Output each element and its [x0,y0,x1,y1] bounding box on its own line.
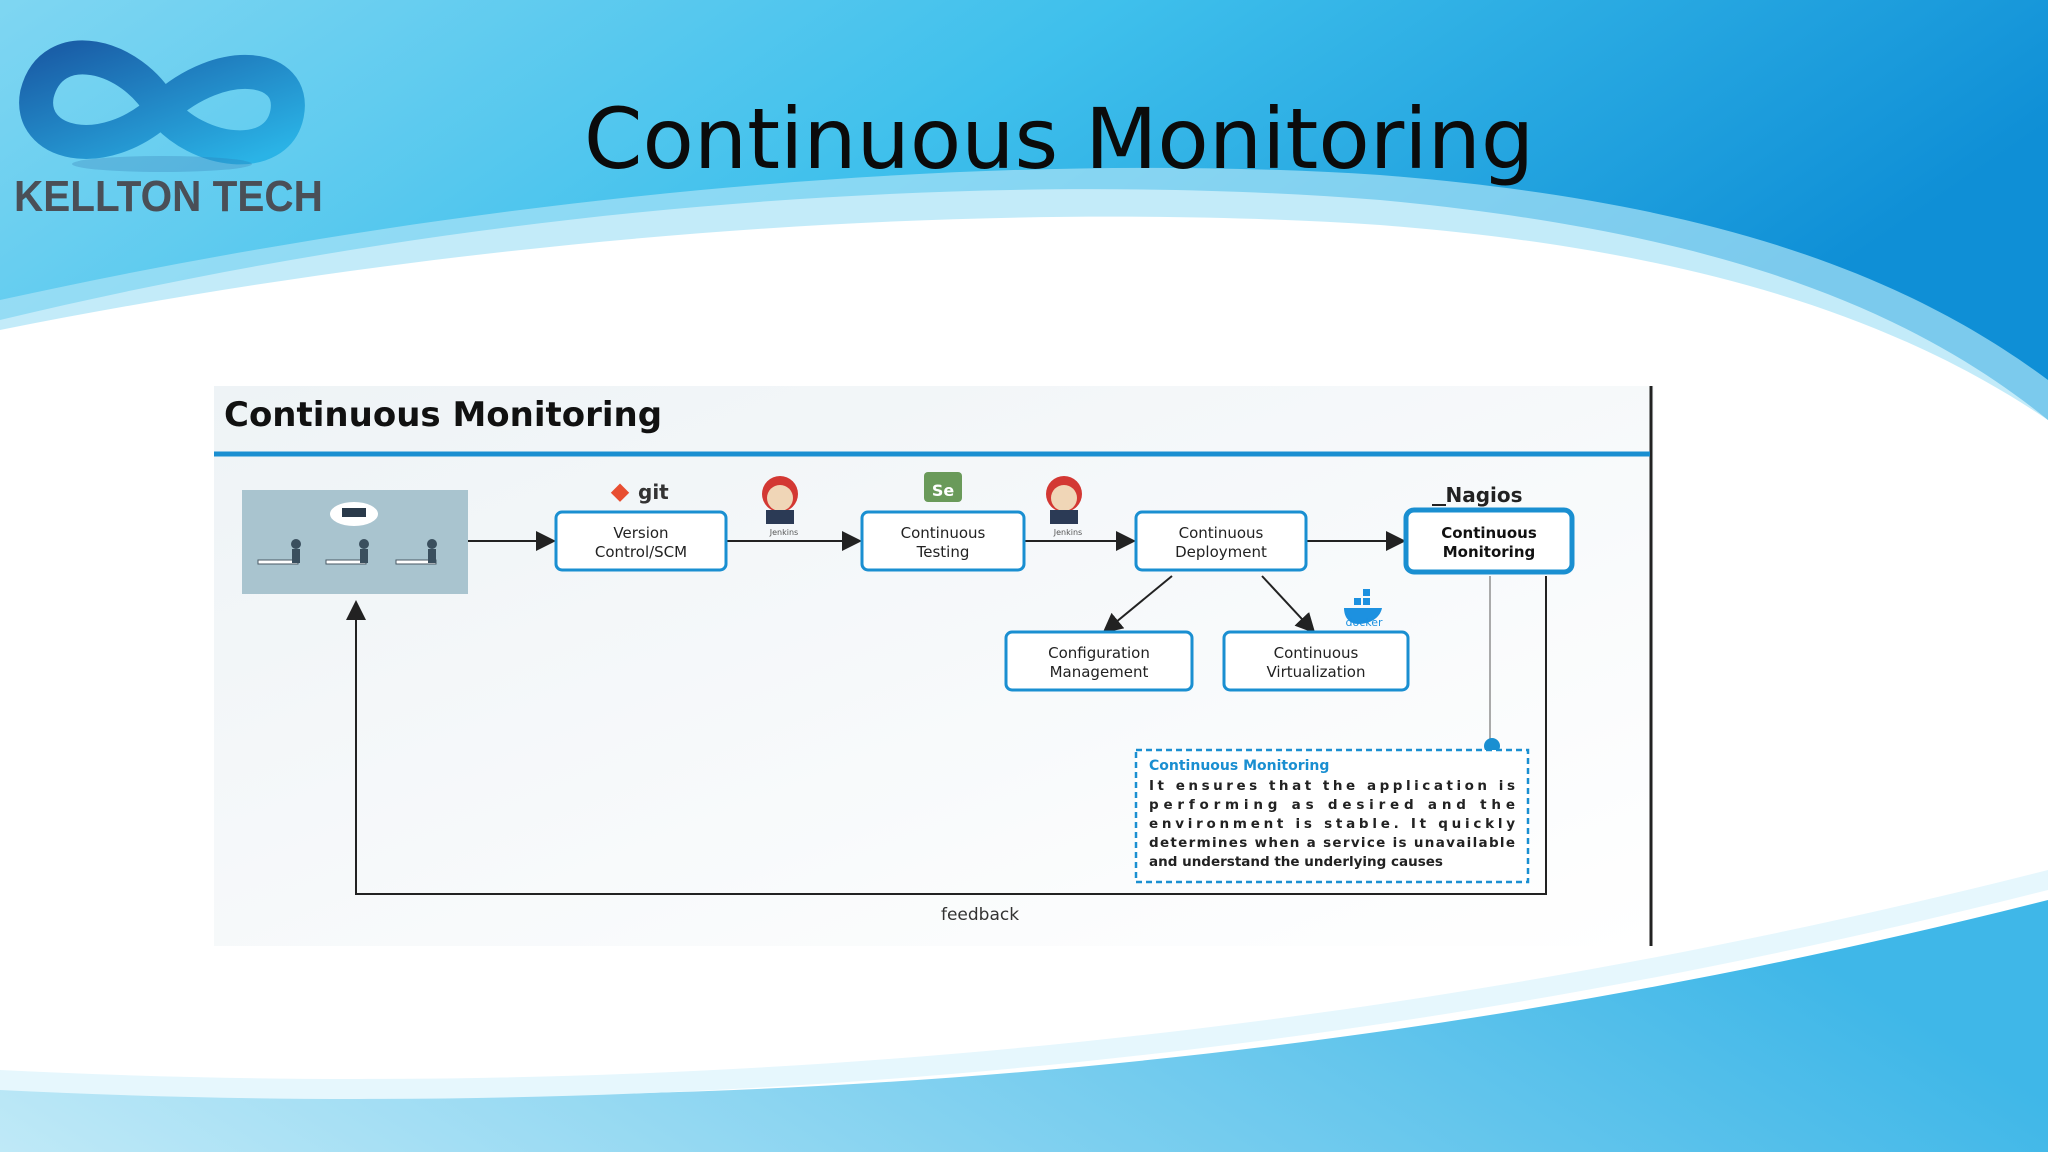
node-config-line2: Management [1050,663,1149,681]
note-line-5: and understand the underlying causes [1149,854,1443,870]
node-monitoring-line1: Continuous [1441,524,1537,542]
arrow-deployment-to-virtualization [1261,575,1316,634]
logo-wordmark: KELLTON TECH [14,172,323,221]
node-virtualization-line1: Continuous [1274,644,1359,662]
kellton-logo-icon [19,40,305,172]
node-testing-line1: Continuous [901,524,986,542]
node-deployment-line1: Continuous [1179,524,1264,542]
selenium-icon: Se [924,472,962,502]
node-vcs-line1: Version [613,524,668,542]
node-vcs-line2: Control/SCM [595,543,687,561]
node-continuous-deployment: Continuous Deployment [1134,510,1308,572]
note-title: Continuous Monitoring [1149,758,1329,774]
jenkins-label-2: Jenkins [1053,528,1082,537]
docker-icon: docker [1344,589,1383,629]
jenkins-icon: Jenkins [1046,476,1082,537]
node-continuous-testing: Continuous Testing [860,510,1026,572]
docker-label: docker [1345,616,1383,629]
jenkins-label-1: Jenkins [769,528,798,537]
feedback-label: feedback [941,905,1019,925]
slide-title: Continuous Monitoring [583,90,1535,188]
node-deployment-line2: Deployment [1175,543,1267,561]
selenium-label: Se [932,481,955,500]
devops-diagram: Continuous Monitoring Version Control/S [214,386,1654,946]
node-virtualization-line2: Virtualization [1267,663,1366,681]
node-config-line1: Configuration [1048,644,1150,662]
nagios-icon: Nagios [1432,483,1523,507]
diagram-heading: Continuous Monitoring [224,395,662,435]
feedback-loop-arrow [346,576,1547,895]
node-configuration-management: Configuration Management [1004,630,1194,692]
nagios-label: Nagios [1445,483,1522,507]
arrow-deployment-to-config [1102,575,1173,634]
team-illustration [242,490,468,594]
node-continuous-monitoring: Continuous Monitoring [1403,507,1575,575]
note-line-2: performing as desired and the [1149,797,1515,813]
note-line-3: environment is stable. It quickly [1149,816,1515,832]
note-line-1: It ensures that the application is [1149,778,1515,794]
note-line-4: determines when a service is unavailable [1149,835,1515,851]
node-version-control: Version Control/SCM [554,510,728,572]
node-monitoring-line2: Monitoring [1443,543,1535,561]
node-continuous-virtualization: Continuous Virtualization [1222,630,1410,692]
monitoring-note: Continuous Monitoring It ensures that th… [1134,748,1530,884]
jenkins-icon: Jenkins [762,476,798,537]
node-testing-line2: Testing [916,543,970,561]
git-label: git [638,480,669,504]
